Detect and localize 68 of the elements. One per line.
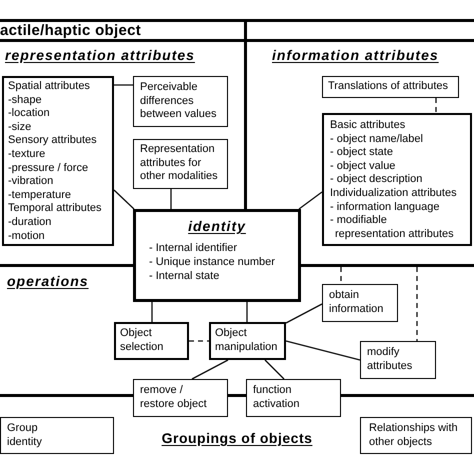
group-label: Sensory attributes bbox=[8, 134, 97, 148]
list-item: -vibration bbox=[8, 175, 54, 189]
box-text: Relationships with other objects bbox=[369, 422, 459, 450]
box-text: function activation bbox=[253, 384, 300, 412]
process-box bbox=[114, 322, 189, 360]
box-text: Representation attributes for other modalities bbox=[140, 143, 219, 184]
connector-line bbox=[114, 84, 133, 86]
box-text: Translations of attributes bbox=[328, 80, 448, 94]
list-item: - information language bbox=[330, 200, 440, 214]
group-label: Spatial attributes bbox=[8, 80, 90, 94]
process-box bbox=[133, 379, 228, 417]
dashed-connector bbox=[435, 98, 437, 113]
attribute-list-box bbox=[2, 76, 114, 246]
process-box bbox=[246, 379, 341, 417]
list-item: - object value bbox=[330, 160, 396, 174]
list-item: -texture bbox=[8, 148, 46, 162]
list-item: -shape bbox=[8, 94, 42, 108]
list-item: - object name/label bbox=[330, 132, 423, 146]
dashed-connector bbox=[340, 267, 342, 284]
list-item: -size bbox=[8, 120, 32, 134]
frame-title: actile/haptic object bbox=[0, 22, 142, 39]
list-item: -motion bbox=[8, 230, 45, 244]
process-box bbox=[209, 322, 286, 360]
attribute-box bbox=[0, 417, 114, 454]
list-item: - Internal identifier bbox=[148, 241, 238, 255]
section-heading: operations bbox=[7, 273, 89, 289]
list-item: - object description bbox=[330, 173, 422, 187]
attribute-box bbox=[133, 139, 228, 189]
list-item: - modifiable representation attributes bbox=[330, 214, 455, 242]
process-box bbox=[322, 284, 398, 322]
list-item: - object state bbox=[330, 146, 393, 160]
box-text: obtain information bbox=[329, 289, 384, 316]
attribute-list-box bbox=[322, 113, 472, 246]
connector-line bbox=[192, 359, 228, 380]
connector-line bbox=[264, 360, 284, 380]
box-text: Group identity bbox=[7, 422, 43, 450]
section-heading: representation attributes bbox=[5, 47, 195, 63]
box-text: Object selection bbox=[120, 327, 164, 354]
group-label: Temporal attributes bbox=[8, 202, 102, 216]
box-text: modify attributes bbox=[367, 346, 414, 374]
dashed-connector bbox=[416, 267, 418, 341]
box-text: Perceivable differences between values bbox=[140, 81, 218, 122]
connector-line bbox=[170, 189, 172, 209]
list-item: -duration bbox=[8, 216, 52, 230]
section-heading: Groupings of objects bbox=[162, 430, 312, 446]
identity-box bbox=[133, 209, 301, 302]
list-item: -location bbox=[8, 107, 50, 121]
connector-line bbox=[246, 302, 248, 322]
connector-line bbox=[151, 302, 153, 322]
list-item: - Internal state bbox=[148, 269, 220, 283]
connector-line bbox=[114, 190, 134, 210]
list-item: -temperature bbox=[8, 188, 71, 202]
group-label: Basic attributes bbox=[330, 119, 406, 133]
attribute-box bbox=[133, 76, 228, 127]
box-text: Object manipulation bbox=[215, 327, 278, 354]
list-item: -pressure / force bbox=[8, 162, 88, 176]
connector-line bbox=[298, 191, 322, 210]
attribute-box bbox=[322, 76, 459, 98]
box-text: remove / restore object bbox=[140, 384, 208, 412]
box-heading: identity bbox=[188, 218, 246, 234]
connector-line bbox=[286, 303, 322, 324]
process-box bbox=[360, 341, 436, 379]
dashed-connector bbox=[189, 340, 209, 342]
group-label: Individualization attributes bbox=[330, 186, 457, 201]
list-item: - Unique instance number bbox=[148, 255, 275, 269]
connector-line bbox=[286, 340, 360, 361]
section-heading: information attributes bbox=[272, 47, 439, 63]
attribute-box bbox=[360, 417, 472, 454]
